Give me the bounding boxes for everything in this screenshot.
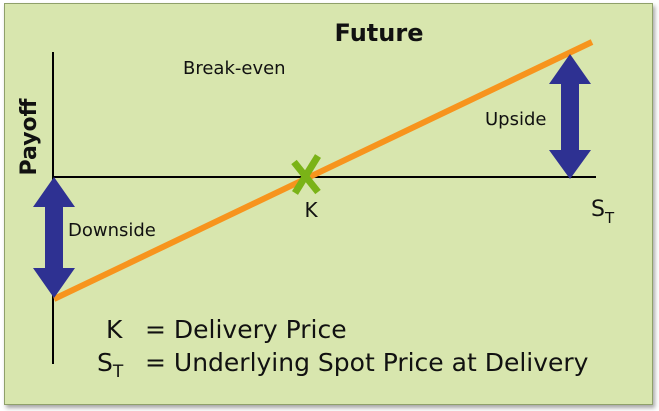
upside-arrow-icon <box>549 54 591 179</box>
legend-k-text: = Delivery Price <box>145 315 347 344</box>
diagram-panel <box>4 3 653 405</box>
legend-st-symbol: ST <box>97 348 124 382</box>
legend-k-symbol: K <box>106 315 123 344</box>
k-tick-label: K <box>304 198 318 222</box>
diagram-title: Future <box>335 19 424 47</box>
st-axis-subscript: T <box>604 209 615 227</box>
downside-arrow-icon <box>33 177 75 298</box>
downside-label: Downside <box>68 220 156 241</box>
st-axis-label: ST <box>591 197 615 227</box>
legend-st-text: = Underlying Spot Price at Delivery <box>145 348 589 377</box>
payoff-line <box>52 39 594 302</box>
legend-k: K = Delivery Price <box>106 315 347 344</box>
upside-label: Upside <box>485 109 546 130</box>
legend-st: ST = Underlying Spot Price at Delivery <box>97 348 589 382</box>
breakeven-label: Break-even <box>183 58 286 79</box>
legend-st-subscript: T <box>112 362 124 382</box>
y-axis-label: Payoff <box>17 97 42 175</box>
breakeven-x-mark-icon <box>291 154 321 195</box>
